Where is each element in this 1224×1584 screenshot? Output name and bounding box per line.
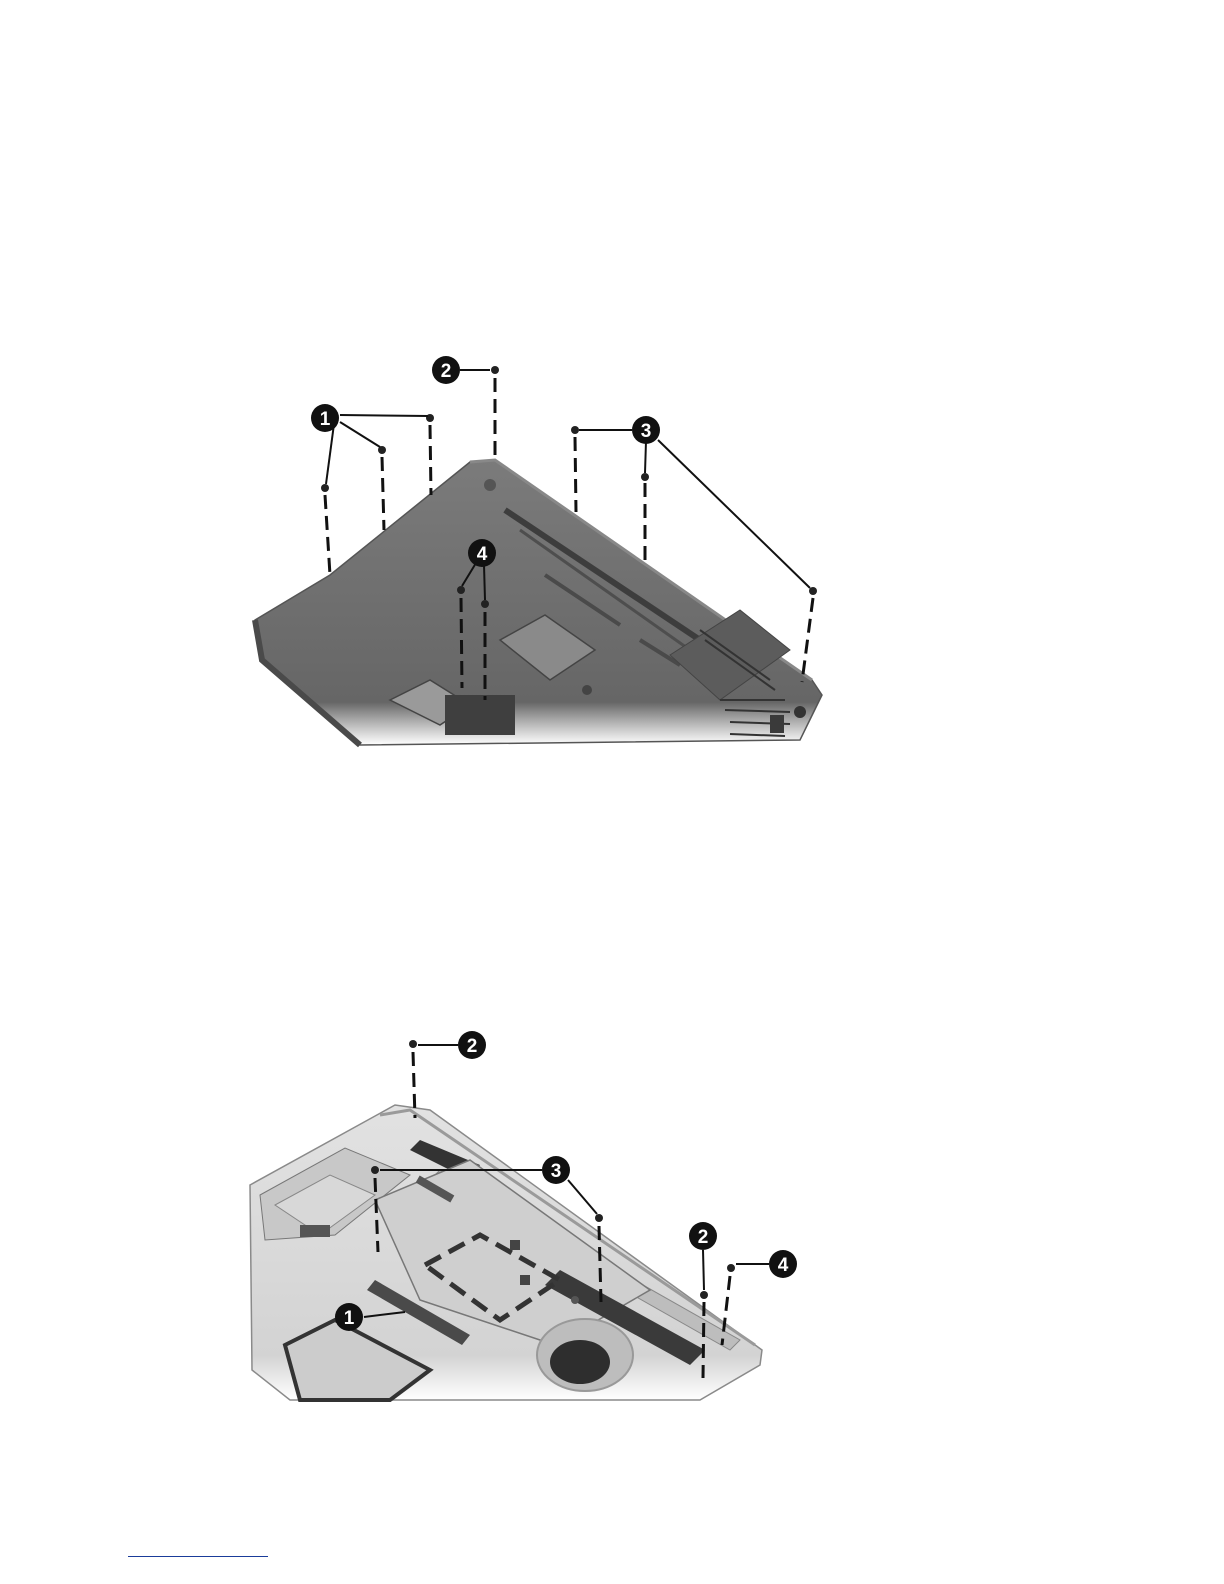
base-enclosure-illustration bbox=[255, 460, 822, 745]
screw-icon bbox=[371, 1166, 379, 1174]
screw-icon bbox=[641, 473, 649, 481]
svg-text:2: 2 bbox=[441, 361, 452, 382]
svg-text:1: 1 bbox=[344, 1308, 355, 1329]
screw-icon bbox=[457, 586, 465, 594]
callout-2: 2 bbox=[432, 356, 460, 384]
callout-1: 1 bbox=[311, 404, 339, 432]
screw-icon bbox=[571, 426, 579, 434]
svg-text:2: 2 bbox=[467, 1036, 478, 1057]
callout-3: 3 bbox=[632, 416, 660, 444]
callout-2: 2 bbox=[458, 1031, 486, 1059]
callout-4: 4 bbox=[769, 1250, 797, 1278]
screw-icon bbox=[491, 366, 499, 374]
svg-text:1: 1 bbox=[320, 409, 331, 430]
screw-icon bbox=[409, 1040, 417, 1048]
screw-icon bbox=[700, 1291, 708, 1299]
footer-rule bbox=[128, 1556, 268, 1557]
svg-text:3: 3 bbox=[551, 1161, 562, 1182]
screw-icon bbox=[595, 1214, 603, 1222]
screw-icon bbox=[481, 600, 489, 608]
callout-1: 1 bbox=[335, 1303, 363, 1331]
figure-top-cover-screws: 1 2 3 2 4 bbox=[0, 1000, 1224, 1420]
figure-base-enclosure-screws: 1 2 3 4 bbox=[0, 0, 1224, 780]
callout-4: 4 bbox=[468, 539, 496, 567]
screw-icon bbox=[809, 587, 817, 595]
screw-icon bbox=[321, 484, 329, 492]
callout-3: 3 bbox=[542, 1156, 570, 1184]
svg-text:4: 4 bbox=[477, 544, 488, 565]
svg-text:3: 3 bbox=[641, 421, 652, 442]
screw-icon bbox=[727, 1264, 735, 1272]
top-cover-illustration bbox=[250, 1105, 762, 1400]
svg-text:2: 2 bbox=[698, 1227, 709, 1248]
callout-2-right: 2 bbox=[689, 1222, 717, 1250]
svg-text:4: 4 bbox=[778, 1255, 789, 1276]
